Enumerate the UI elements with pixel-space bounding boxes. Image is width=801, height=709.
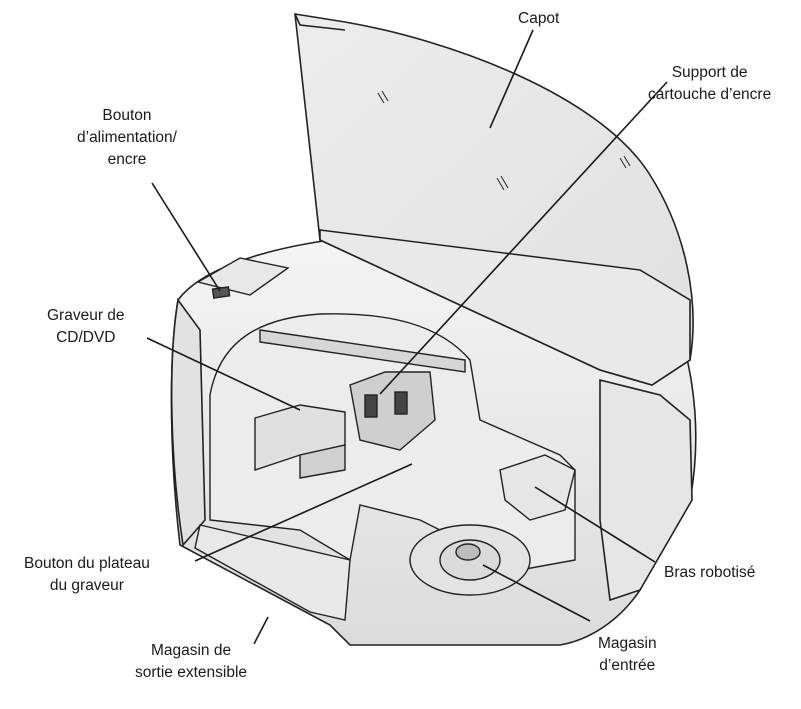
interior (194, 257, 576, 621)
leader-lines (146, 29, 668, 645)
leader-support (379, 81, 668, 395)
label-bouton-alimentation: Bouton d’alimentation/ encre (77, 107, 177, 168)
leader-graveur (146, 337, 301, 411)
label-graveur: Graveur de CD/DVD (47, 307, 125, 346)
leader-bouton-plateau (194, 463, 413, 562)
leader-magasin-entree (482, 564, 591, 622)
leader-bouton-alim (151, 182, 221, 292)
label-support-cartouche: Support de cartouche d’encre (648, 64, 772, 103)
leader-bras (534, 486, 656, 563)
label-bras-robotise: Bras robotisé (664, 564, 756, 581)
label-magasin-entree: Magasin d’entrée (598, 635, 657, 674)
label-magasin-sortie: Magasin de sortie extensible (135, 642, 248, 681)
label-bouton-plateau: Bouton du plateau du graveur (24, 555, 150, 594)
lid (294, 13, 694, 386)
leader-magasin-sortie (253, 616, 269, 645)
leader-capot (489, 29, 534, 129)
label-capot: Capot (518, 10, 560, 27)
